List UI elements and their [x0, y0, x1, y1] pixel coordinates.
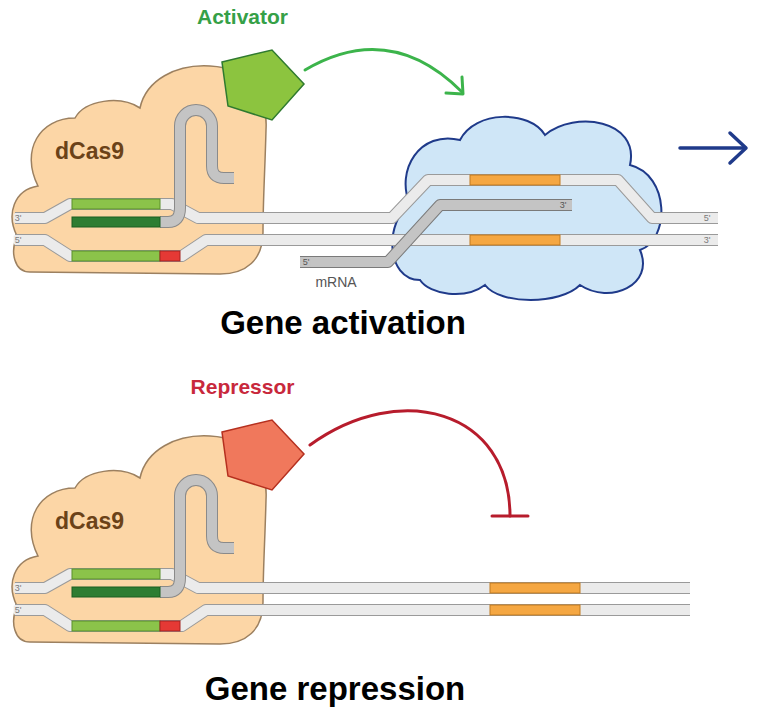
pam-site: [160, 621, 180, 631]
activator-domain: Activator: [170, 0, 315, 125]
panel-title: Gene repression: [205, 672, 465, 705]
gene-segment: [490, 583, 580, 593]
guide-sequence: [72, 587, 160, 597]
gene-segment: [470, 235, 560, 245]
strand-end: 5': [14, 236, 23, 245]
strand-end: 5': [703, 214, 712, 223]
gene-segment: [490, 605, 580, 615]
transcription-arrow: [680, 133, 746, 163]
mrna-label: mRNA: [315, 275, 356, 289]
strand-end: 3': [14, 214, 23, 223]
activation-arrow: [305, 50, 463, 94]
guide-rna: [160, 480, 234, 592]
strand-end: 5': [302, 258, 311, 267]
dna-strand: [15, 180, 718, 218]
node-label: dCas9: [55, 138, 124, 166]
strand-end: 3': [14, 584, 23, 593]
target-sequence: [72, 621, 160, 631]
node-label: Repressor: [191, 374, 295, 399]
repressor-domain: Repressor: [170, 370, 315, 495]
node-label: dCas9: [55, 508, 124, 536]
guide-sequence: [72, 217, 160, 227]
strand-end: 3': [703, 236, 712, 245]
panel-title: Gene activation: [220, 306, 466, 339]
mrna-strand: [300, 205, 572, 262]
target-sequence: [72, 251, 160, 261]
strand-end: 3': [559, 201, 568, 210]
target-sequence: [72, 569, 160, 579]
strand-end: 5': [14, 606, 23, 615]
node-label: Activator: [197, 4, 288, 29]
guide-rna: [160, 110, 234, 222]
gene-segment: [470, 175, 560, 185]
inhibition-line: [310, 411, 528, 516]
target-sequence: [72, 199, 160, 209]
pam-site: [160, 251, 180, 261]
